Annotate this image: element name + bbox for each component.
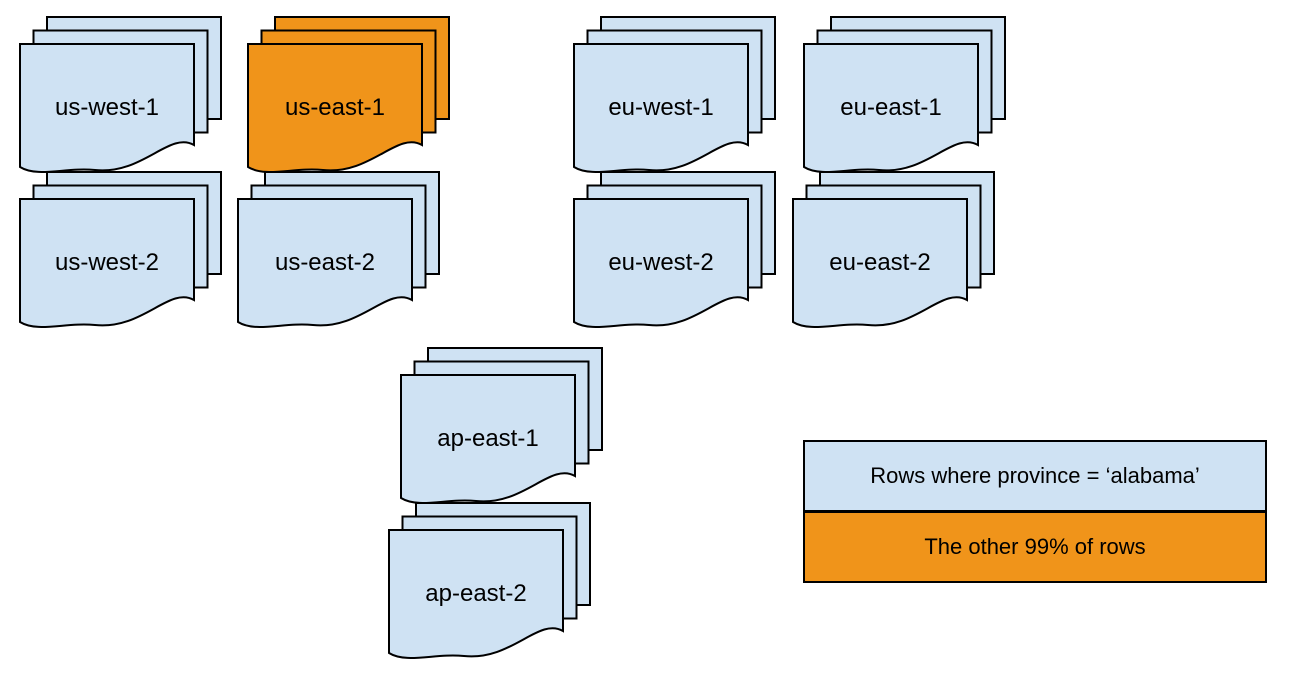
legend-item-alabama-rows: Rows where province = ‘alabama’: [805, 442, 1265, 510]
region-label: eu-west-2: [608, 249, 713, 276]
region-stack-ap-east-1: ap-east-1: [400, 347, 603, 504]
region-stack-eu-east-2: eu-east-2: [792, 171, 995, 328]
region-stack-us-west-1: us-west-1: [19, 16, 222, 173]
region-stack-us-east-1: us-east-1: [247, 16, 450, 173]
document-shape-front: [792, 198, 968, 328]
document-shape-front: [573, 198, 749, 328]
region-label: us-east-2: [275, 249, 375, 276]
document-shape-front: [237, 198, 413, 328]
region-stack-eu-west-2: eu-west-2: [573, 171, 776, 328]
region-stack-ap-east-2: ap-east-2: [388, 502, 591, 659]
document-shape-front: [19, 43, 195, 173]
document-shape-front: [19, 198, 195, 328]
region-label: us-west-1: [55, 94, 159, 121]
document-shape-front: [388, 529, 564, 659]
legend-label-other-rows: The other 99% of rows: [924, 534, 1146, 559]
legend-item-other-rows: The other 99% of rows: [805, 510, 1265, 581]
region-label: eu-east-1: [840, 94, 941, 121]
region-label: us-east-1: [285, 94, 385, 121]
document-shape-front: [573, 43, 749, 173]
legend: Rows where province = ‘alabama’ The othe…: [803, 440, 1267, 583]
region-stack-us-east-2: us-east-2: [237, 171, 440, 328]
region-stack-us-west-2: us-west-2: [19, 171, 222, 328]
region-label: eu-west-1: [608, 94, 713, 121]
region-label: ap-east-2: [425, 580, 526, 607]
region-label: eu-east-2: [829, 249, 930, 276]
legend-label-alabama-rows: Rows where province = ‘alabama’: [870, 463, 1200, 488]
region-stack-eu-west-1: eu-west-1: [573, 16, 776, 173]
region-label: ap-east-1: [437, 425, 538, 452]
region-stack-eu-east-1: eu-east-1: [803, 16, 1006, 173]
region-label: us-west-2: [55, 249, 159, 276]
